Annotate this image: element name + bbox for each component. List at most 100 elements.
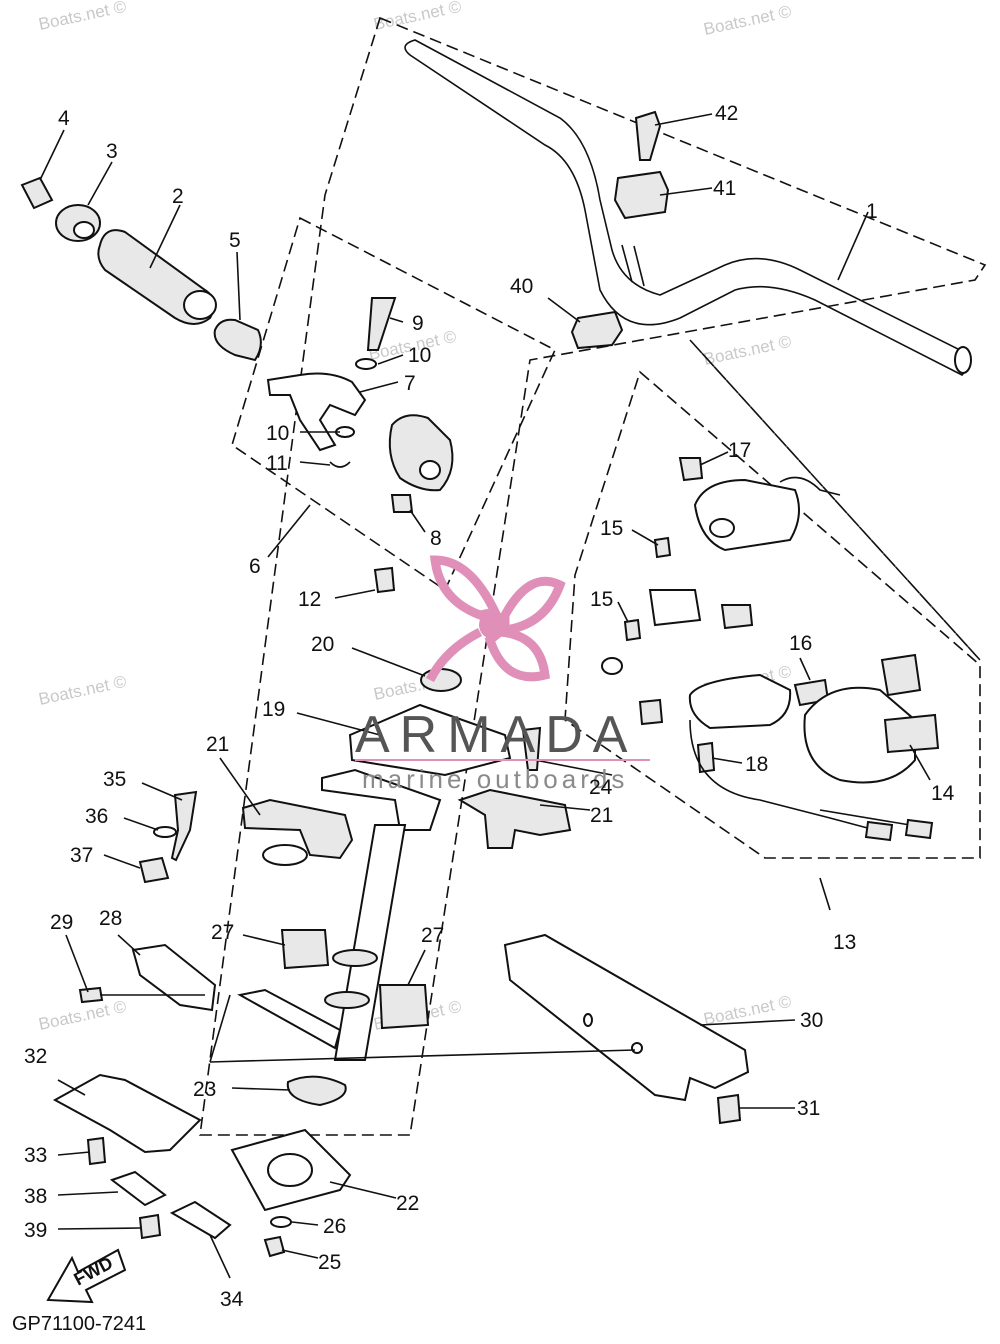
callout-label: 20 [311, 633, 334, 656]
bushing-21 [457, 788, 572, 849]
callout-label: 40 [510, 275, 533, 298]
bolt-31 [716, 1093, 742, 1125]
holder-41 [613, 170, 670, 220]
connector-plug [864, 820, 894, 842]
washer-26 [270, 1216, 292, 1228]
callout-label: 23 [193, 1078, 216, 1101]
propeller-blade [500, 576, 566, 636]
clip-14 [883, 713, 940, 754]
callout-label: 31 [797, 1097, 820, 1120]
callout-labels: 1 2 3 4 5 6 7 8 9 10 10 11 12 13 14 15 1… [24, 102, 955, 1311]
callout-label: 27 [421, 924, 444, 947]
propeller-blade [484, 627, 550, 682]
band-23 [286, 1075, 347, 1107]
cap-17 [678, 457, 704, 482]
switch-body [648, 589, 702, 627]
callout-label: 19 [262, 698, 285, 721]
nut-39 [138, 1213, 162, 1240]
clip-38 [109, 1170, 167, 1207]
watermark: Boats.net © [37, 672, 129, 709]
callout-label: 22 [396, 1192, 419, 1215]
pin-9 [366, 297, 397, 351]
spring-switch [720, 604, 754, 630]
callout-label: 16 [789, 632, 812, 655]
coil-spring [880, 653, 922, 697]
fwd-arrow: FWD [46, 1248, 127, 1304]
clip-11 [329, 461, 351, 468]
callout-label: 35 [103, 768, 126, 791]
callout-label: 12 [298, 588, 321, 611]
callout-label: 13 [833, 931, 856, 954]
throttle-assembly [266, 297, 454, 594]
connector [638, 698, 664, 726]
bracket-19 [348, 703, 512, 777]
bushing-21 [241, 798, 354, 860]
armada-logo: ARMADA marine outboards [355, 555, 650, 794]
screw-15 [623, 618, 642, 642]
cover [503, 933, 750, 1125]
bolt-35 [170, 790, 198, 862]
ring-terminal [601, 657, 623, 675]
bolt-4 [20, 176, 54, 210]
callout-label: 25 [318, 1251, 341, 1274]
callout-label: 2 [172, 185, 184, 208]
callout-label: 21 [590, 804, 613, 827]
switch-base [688, 673, 792, 730]
cover-30 [503, 933, 750, 1102]
callout-label: 42 [715, 102, 738, 125]
brand-tagline: marine outboards [362, 764, 628, 794]
spring-8 [390, 494, 414, 513]
callout-label: 36 [85, 805, 108, 828]
column-arm [237, 988, 342, 1050]
callout-label: 9 [412, 312, 424, 335]
callout-label: 30 [800, 1009, 823, 1032]
callout-label: 27 [211, 921, 234, 944]
handlebar-holders [570, 110, 670, 350]
callout-label: 37 [70, 844, 93, 867]
handlebar-end [954, 346, 972, 374]
clip-34 [169, 1200, 232, 1240]
watermark: Boats.net © [702, 332, 794, 369]
washer-20 [420, 668, 462, 692]
callout-label: 24 [589, 776, 613, 799]
bushing-5 [213, 318, 262, 362]
callout-label: 17 [728, 439, 751, 462]
holder-40 [570, 310, 624, 350]
callout-label: 11 [266, 452, 288, 475]
callout-label: 6 [249, 555, 261, 578]
callout-label: 38 [24, 1185, 47, 1208]
wire [689, 719, 876, 831]
callout-label: 18 [745, 753, 768, 776]
diagram-code: GP71100-7241 [12, 1313, 146, 1335]
switch-group-outline [564, 370, 981, 859]
bolt-33 [86, 1136, 107, 1166]
callout-label: 15 [600, 517, 623, 540]
callout-label: 33 [24, 1144, 47, 1167]
callout-label: 21 [206, 733, 229, 756]
mounting-hardware [52, 790, 232, 1240]
callout-label: 7 [404, 372, 416, 395]
watermark: Boats.net © [37, 0, 129, 34]
screw-18 [696, 741, 716, 774]
callout-label: 8 [430, 527, 442, 550]
callout-label: 3 [106, 140, 118, 163]
column-top [321, 768, 442, 831]
callout-label: 5 [229, 229, 241, 252]
connector-plug [904, 818, 934, 840]
clamp-27 [378, 984, 430, 1030]
wire [779, 476, 841, 496]
watermark: Boats.net © [702, 2, 794, 39]
fwd-arrow-shape [46, 1248, 127, 1304]
callout-label: 14 [931, 782, 955, 805]
callout-label: 28 [99, 907, 122, 930]
callout-label: 41 [713, 177, 736, 200]
washer-36 [153, 826, 177, 838]
nut-25 [263, 1235, 286, 1258]
callout-label: 26 [323, 1215, 346, 1238]
watermark: Boats.net © [702, 992, 794, 1029]
strap-14 [803, 686, 916, 784]
lever-7 [266, 372, 367, 452]
callout-label: 39 [24, 1219, 47, 1242]
grip-assembly [20, 176, 262, 362]
